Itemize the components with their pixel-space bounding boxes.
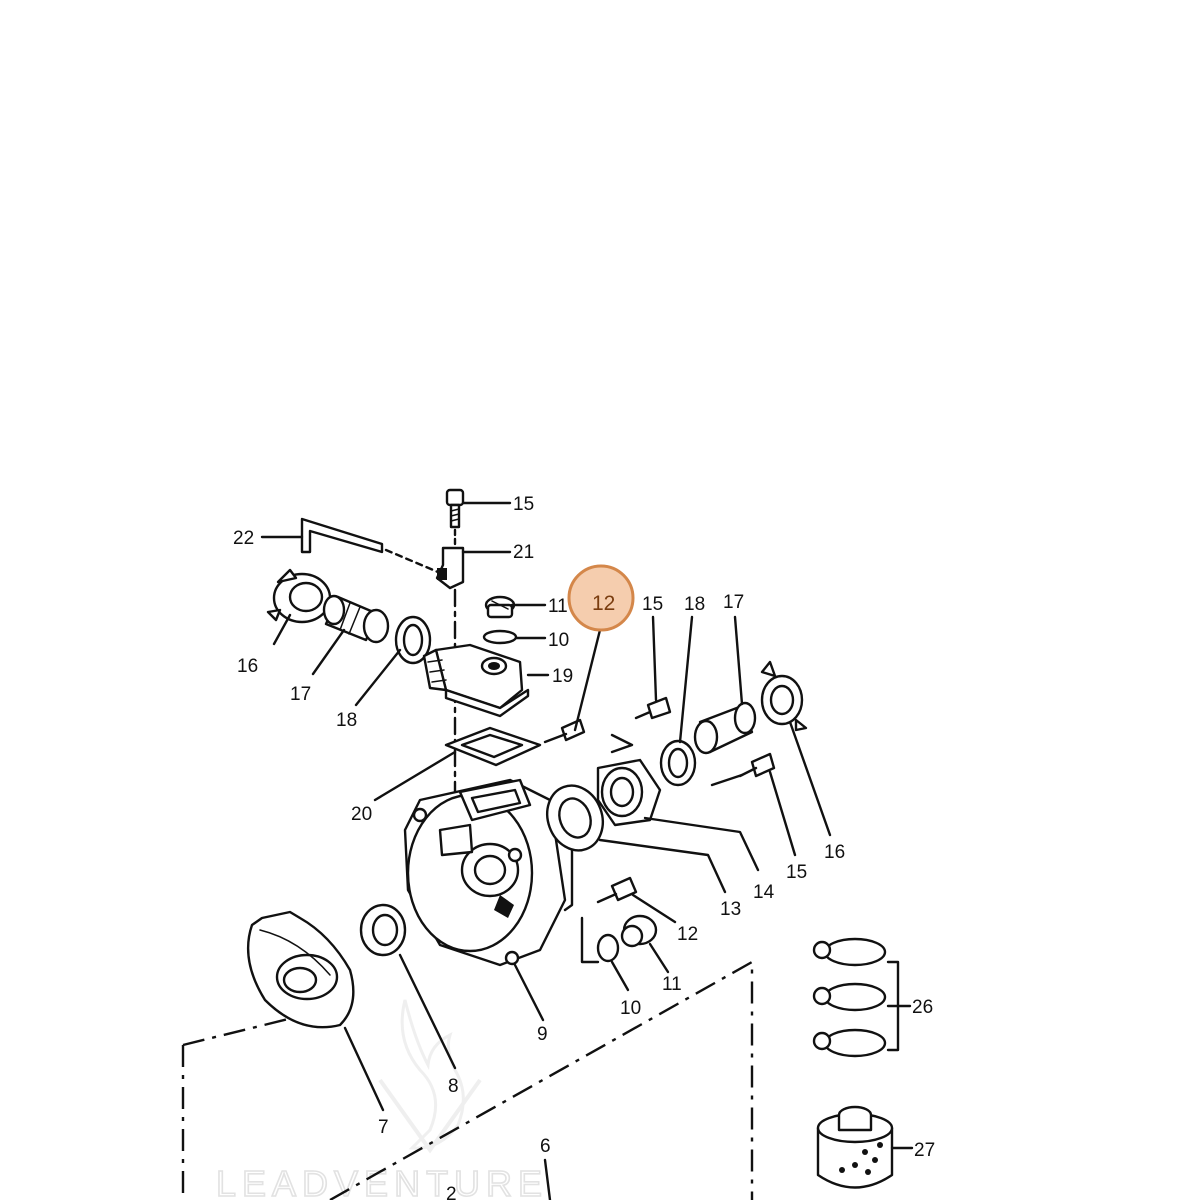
part-26-clamps <box>812 937 912 1058</box>
callout-19[interactable]: 19 <box>552 666 573 687</box>
callout-14[interactable]: 14 <box>753 882 775 903</box>
callout-18-left[interactable]: 18 <box>336 710 357 731</box>
leader-bracket-lower <box>710 773 744 787</box>
part-11-plug-lower <box>620 914 658 948</box>
part-10-oring-top <box>482 629 518 645</box>
leader-bracket-drain <box>580 916 600 964</box>
callout-7[interactable]: 7 <box>378 1117 389 1138</box>
part-18-ring-right <box>659 739 697 787</box>
callout-15-lower[interactable]: 15 <box>786 862 807 883</box>
part-9-pump-housing <box>403 778 574 967</box>
part-11-plug-top <box>484 595 516 619</box>
part-27-strainer <box>816 1105 894 1189</box>
part-16-nut-right <box>760 660 808 732</box>
callout-11-top[interactable]: 11 <box>548 596 568 617</box>
callout-26[interactable]: 26 <box>912 997 933 1018</box>
callout-22[interactable]: 22 <box>233 528 254 549</box>
callout-27[interactable]: 27 <box>914 1140 935 1161</box>
part-15-bolt-mid <box>634 696 672 720</box>
callout-13[interactable]: 13 <box>720 899 741 920</box>
part-18-ring-left <box>394 615 432 665</box>
leader-bracket-upper <box>610 733 634 754</box>
callout-15-right[interactable]: 15 <box>642 594 663 615</box>
part-19-elbow <box>422 643 530 718</box>
part-10-oring-lower <box>596 933 620 963</box>
part-17-hose-right <box>693 701 757 755</box>
part-22-wrench <box>300 517 447 577</box>
part-13-flange <box>546 784 604 852</box>
part-8-seal <box>359 903 407 957</box>
callout-8[interactable]: 8 <box>448 1076 459 1097</box>
callout-2[interactable]: 2 <box>446 1184 457 1200</box>
callout-18-right[interactable]: 18 <box>684 594 705 615</box>
callout-labels: 15 21 22 11 12 15 18 17 10 19 16 17 18 2… <box>233 494 935 1200</box>
callout-16-right[interactable]: 16 <box>824 842 845 863</box>
callout-17-right[interactable]: 17 <box>723 592 744 613</box>
callout-12-highlighted[interactable]: 12 <box>592 592 615 615</box>
part-7-impeller-cover <box>246 910 355 1029</box>
part-12-stud-lower <box>596 876 638 904</box>
part-16-nut-left <box>266 568 332 624</box>
callout-20[interactable]: 20 <box>351 804 372 825</box>
callout-12-lower[interactable]: 12 <box>677 924 698 945</box>
callout-9[interactable]: 9 <box>537 1024 548 1045</box>
part-15-bolt-lower <box>738 752 776 778</box>
watermark-text: LEADVENTURE <box>216 1163 548 1200</box>
callout-11-lower[interactable]: 11 <box>662 974 682 995</box>
callout-10-lower[interactable]: 10 <box>620 998 641 1019</box>
callout-10-top[interactable]: 10 <box>548 630 569 651</box>
callout-17-left[interactable]: 17 <box>290 684 311 705</box>
callout-21[interactable]: 21 <box>513 542 534 563</box>
part-12-stud-upper <box>543 718 586 744</box>
callout-6[interactable]: 6 <box>540 1136 551 1157</box>
part-14-outlet <box>596 758 662 827</box>
part-20-gasket <box>444 726 542 767</box>
callout-15-top[interactable]: 15 <box>513 494 534 515</box>
highlight-marker <box>567 564 635 632</box>
watermark-logo <box>378 999 482 1154</box>
part-17-hose-left <box>322 594 390 644</box>
leader-lines <box>260 501 914 1200</box>
part-15-bolt-top <box>445 488 465 550</box>
callout-16-left[interactable]: 16 <box>237 656 258 677</box>
